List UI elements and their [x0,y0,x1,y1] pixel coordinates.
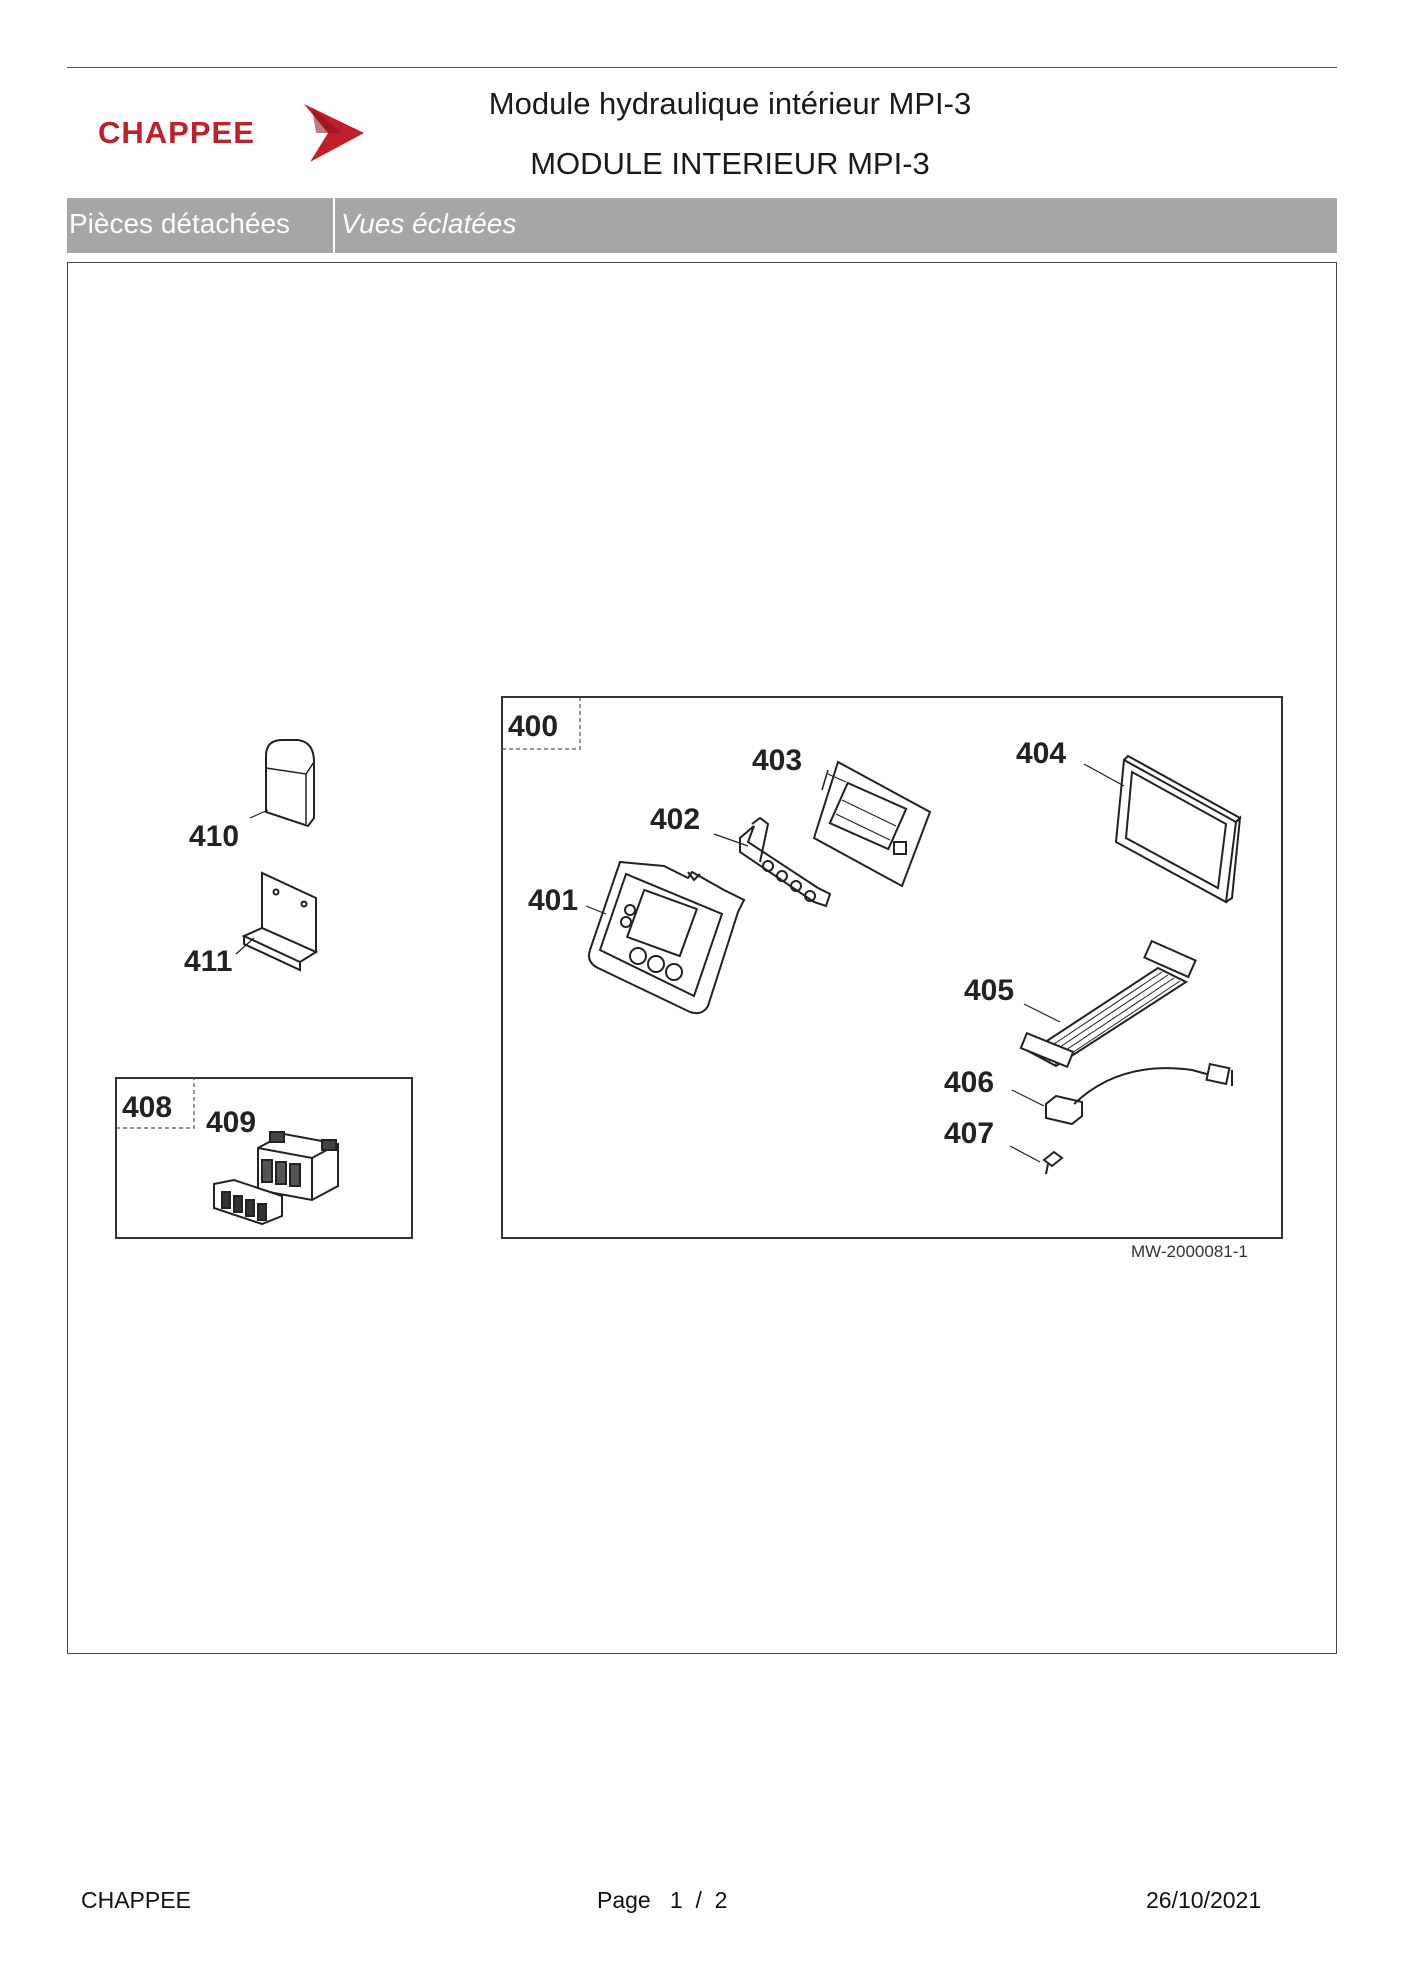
part-406-label: 406 [944,1066,994,1099]
section-bar: Pièces détachées Vues éclatées [67,198,1337,253]
page-total: 2 [714,1887,728,1913]
page-separator: / [695,1887,702,1913]
part-402-label: 402 [650,803,700,836]
footer-pagination: Page 1 / 2 [597,1887,727,1914]
part-403-label: 403 [752,744,802,777]
part-409-relay [213,1131,339,1226]
part-404-leader [1083,763,1125,787]
document-title: Module hydraulique intérieur MPI-3 [488,86,972,121]
part-404-frame-gasket [1114,754,1242,904]
page-current: 1 [669,1887,683,1913]
chappee-logo: CHAPPEE [98,102,368,164]
part-407-leader [1009,1145,1041,1163]
part-401-leader [585,905,607,915]
part-411-label: 411 [184,945,232,978]
header-rule [67,67,1337,68]
group-400-label-box [502,697,581,750]
part-409-label: 409 [206,1106,256,1139]
diagram-frame [67,262,1337,1654]
part-403-leader [827,773,847,783]
part-407-label: 407 [944,1117,994,1150]
part-402-leader [713,833,749,847]
group-400-frame [501,696,1283,1239]
page-label: Page [597,1887,651,1913]
part-405-ribbon-cable [1019,939,1197,1069]
logo-arrow-icon [304,104,364,162]
logo-wordmark: CHAPPEE [98,115,255,150]
part-410-leader [249,809,269,819]
tab-spare-parts[interactable]: Pièces détachées [69,208,291,239]
part-406-leader [1011,1089,1045,1107]
part-405-leader [1023,1003,1061,1023]
part-410-cover-cap [265,739,315,828]
part-410-label: 410 [189,820,239,853]
part-407-screw [1042,1150,1064,1175]
tab-divider [333,198,335,253]
drawing-reference: MW-2000081-1 [1131,1242,1248,1261]
group-408-frame [115,1077,413,1239]
part-402-button-board [739,816,832,908]
part-405-label: 405 [964,974,1014,1007]
footer-brand: CHAPPEE [81,1887,191,1913]
footer-date: 26/10/2021 [1146,1887,1262,1913]
part-411-bracket [241,871,319,972]
part-404-label: 404 [1016,737,1066,770]
tab-exploded-views[interactable]: Vues éclatées [341,208,517,239]
part-401-label: 401 [528,884,578,917]
part-406-sensor-cable [1045,1062,1233,1126]
group-400-label: 400 [508,710,558,743]
part-403-display-board [812,760,932,888]
part-411-leader [235,937,255,955]
part-401-front-bezel [588,860,746,1015]
group-408-label-box [116,1078,195,1129]
document-subtitle: MODULE INTERIEUR MPI-3 [530,146,930,181]
group-408-label: 408 [122,1091,172,1124]
